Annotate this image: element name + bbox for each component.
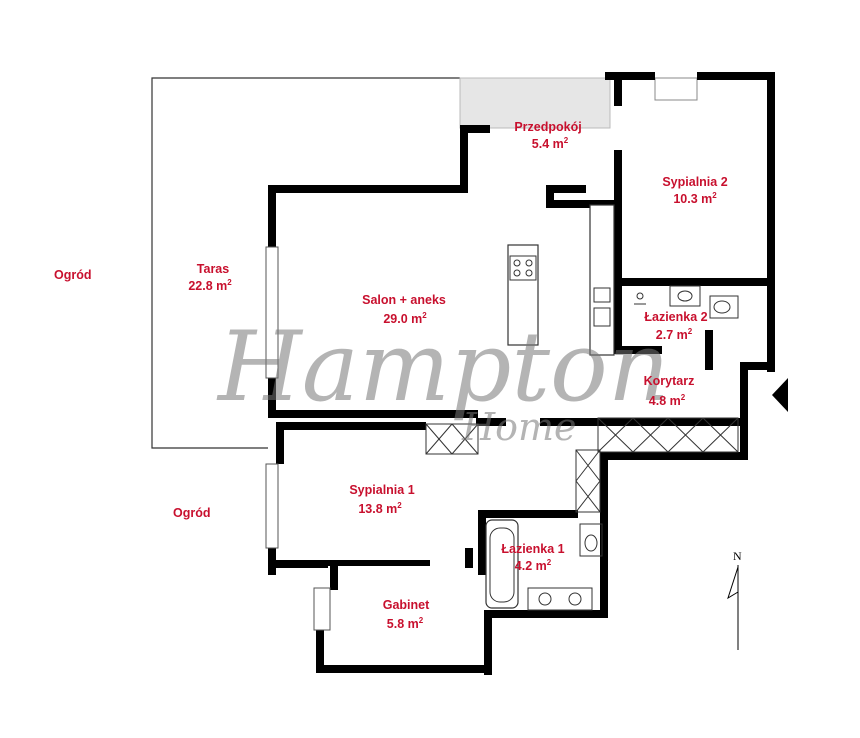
room-korytarz: Korytarz 4.8 m2 [644, 374, 695, 408]
garden-label-top: Ogród [54, 268, 92, 282]
svg-text:29.0 m2: 29.0 m2 [383, 311, 427, 326]
north-label: N [733, 549, 742, 563]
svg-text:4.2 m2: 4.2 m2 [515, 558, 552, 573]
hob [509, 255, 537, 281]
room-sypialnia-1: Sypialnia 1 13.8 m2 [349, 483, 414, 516]
window-top [654, 77, 698, 101]
terrace-outline [151, 77, 460, 449]
room-przedpokoj: Przedpokój 5.4 m2 [514, 120, 581, 151]
room-lazienka-2: Łazienka 2 2.7 m2 [644, 310, 707, 342]
entry-wall-stub [459, 77, 611, 129]
svg-text:Taras: Taras [197, 262, 229, 276]
lazienka2-sink [669, 285, 701, 307]
svg-text:Łazienka 2: Łazienka 2 [644, 310, 707, 324]
room-sypialnia-2: Sypialnia 2 10.3 m2 [662, 175, 727, 206]
svg-text:Gabinet: Gabinet [383, 598, 430, 612]
window-sypialnia1 [265, 463, 279, 549]
svg-text:Korytarz: Korytarz [644, 374, 695, 388]
kitchen-sink [593, 287, 611, 303]
hob-burners [513, 259, 533, 277]
room-lazienka-1: Łazienka 1 4.2 m2 [501, 542, 564, 573]
lazienka1-toilet [579, 523, 603, 557]
svg-text:Łazienka 1: Łazienka 1 [501, 542, 564, 556]
svg-text:Sypialnia 1: Sypialnia 1 [349, 483, 414, 497]
watermark-sub: Home [461, 405, 577, 449]
watermark-brand: Hampton [216, 311, 670, 423]
entrance-arrow-icon [772, 378, 788, 412]
svg-text:13.8 m2: 13.8 m2 [358, 501, 402, 516]
svg-text:5.8 m2: 5.8 m2 [387, 616, 424, 631]
svg-text:Przedpokój: Przedpokój [514, 120, 581, 134]
lazienka2-toilet [709, 295, 739, 319]
svg-text:5.4 m2: 5.4 m2 [532, 136, 569, 151]
shower-icon [634, 292, 646, 305]
room-salon: Salon + aneks 29.0 m2 [362, 293, 446, 326]
garden-label-bottom: Ogród [173, 506, 211, 520]
window-gabinet [313, 587, 331, 631]
walls [268, 72, 775, 675]
kitchen-counter [589, 204, 615, 356]
lazienka1-sinks [527, 587, 593, 611]
room-taras: Taras 22.8 m2 [188, 262, 232, 293]
svg-text:2.7 m2: 2.7 m2 [656, 327, 693, 342]
svg-text:Sypialnia 2: Sypialnia 2 [662, 175, 727, 189]
wardrobe-corridor [575, 417, 739, 513]
room-gabinet: Gabinet 5.8 m2 [383, 598, 430, 631]
svg-text:4.8 m2: 4.8 m2 [649, 393, 686, 408]
bathtub [485, 519, 519, 609]
svg-text:22.8 m2: 22.8 m2 [188, 278, 232, 293]
north-arrow-icon [727, 565, 739, 650]
wardrobe-salon [425, 423, 479, 455]
kitchen-drainer [593, 307, 611, 327]
window-salon [265, 246, 279, 379]
kitchen-island [507, 244, 539, 346]
svg-text:10.3 m2: 10.3 m2 [673, 191, 717, 206]
svg-text:Salon + aneks: Salon + aneks [362, 293, 446, 307]
